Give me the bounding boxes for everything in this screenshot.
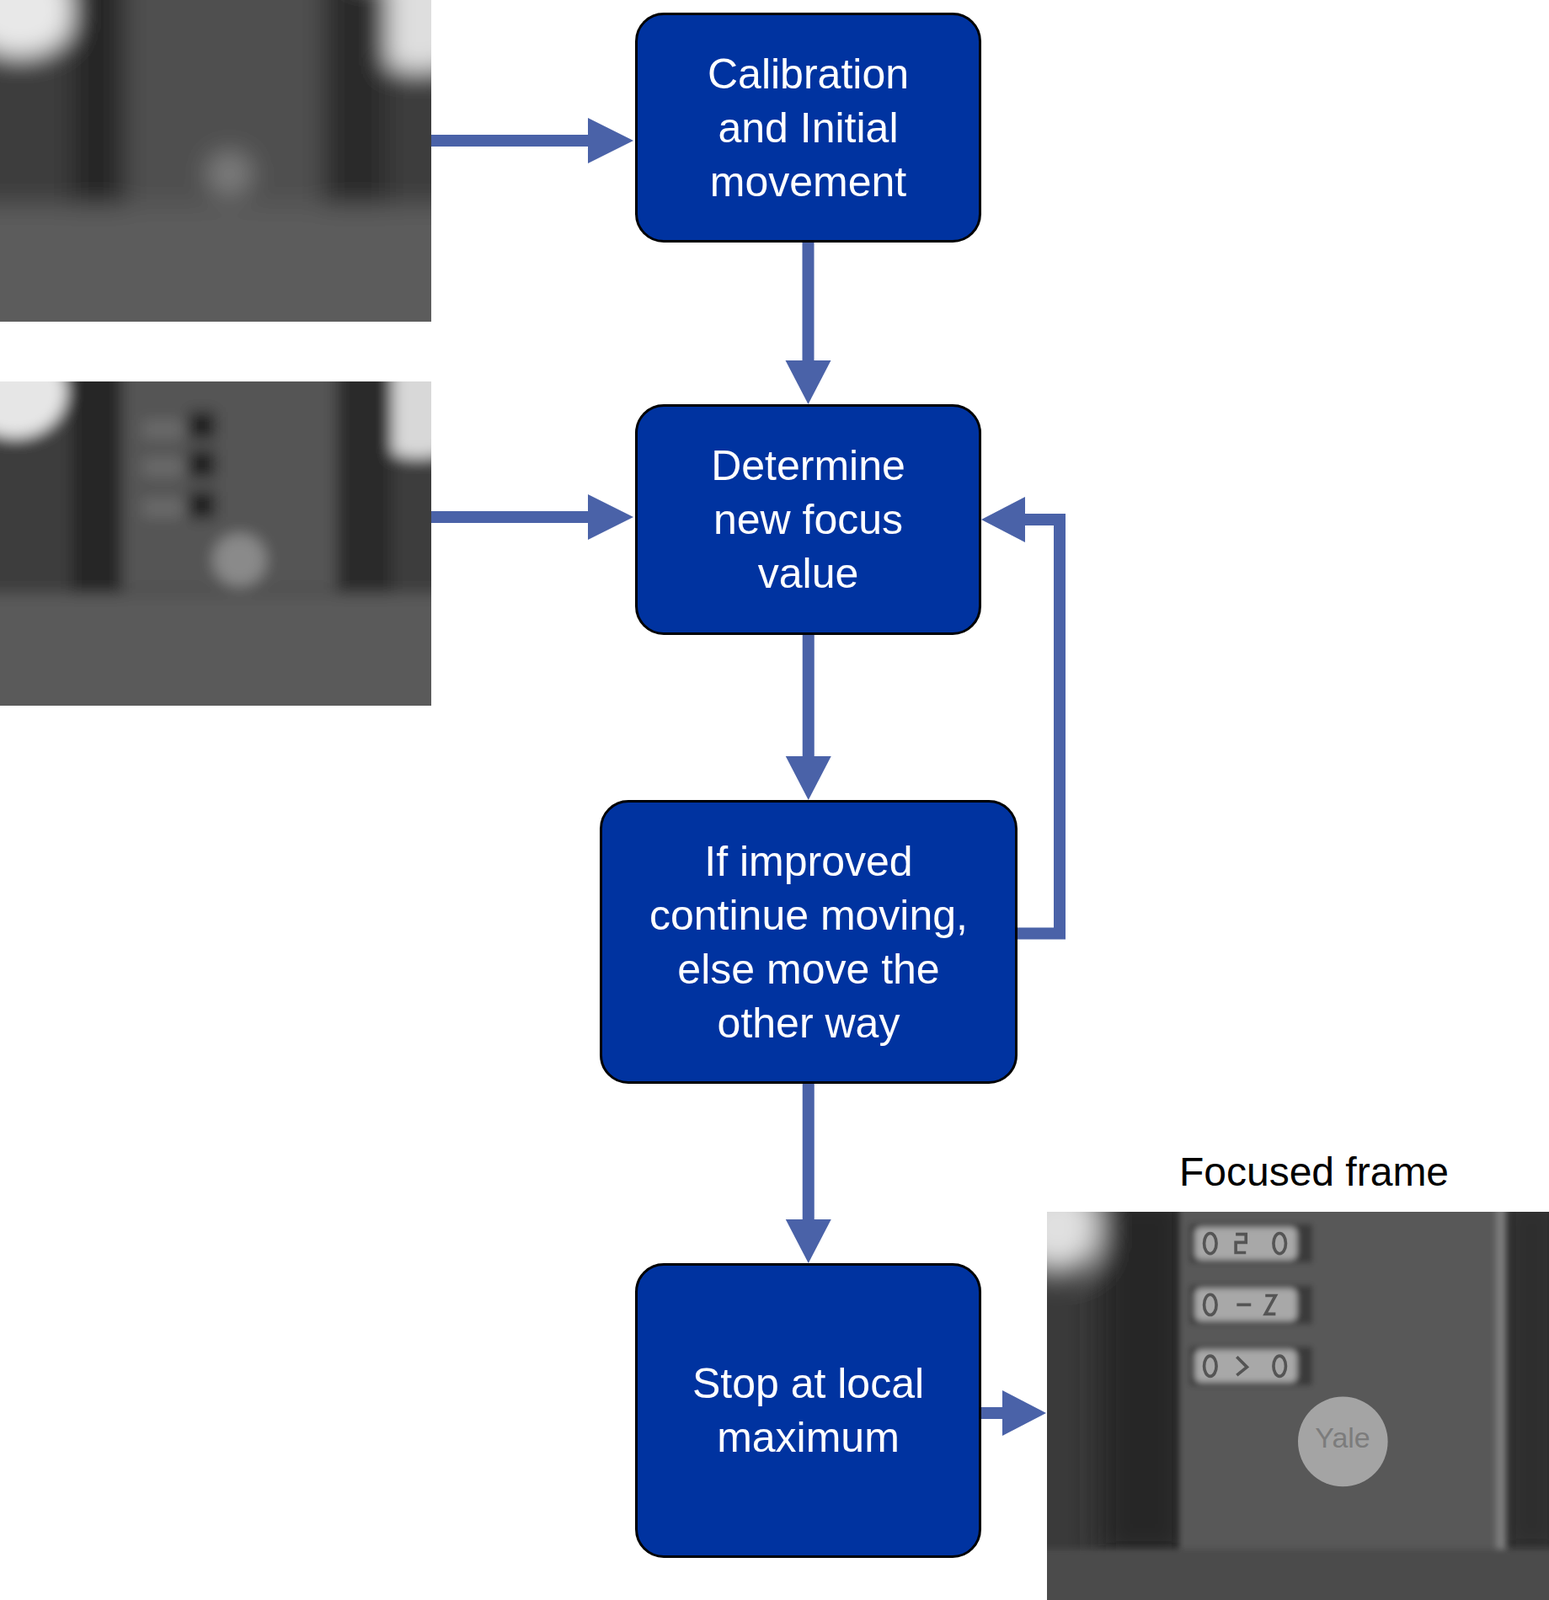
frame-arrow: [981, 1390, 1047, 1437]
arrow-head: [587, 494, 634, 540]
box-text: Determine new focus value: [671, 438, 946, 601]
blurred-frame: [0, 381, 432, 706]
frame-caption: Focused frame: [1094, 1147, 1533, 1198]
focused-frame: [1046, 1212, 1549, 1600]
process-box: If improved continue moving, else move t…: [599, 800, 1018, 1085]
flow-arrow: [785, 635, 832, 801]
process-box: Stop at local maximum: [635, 1263, 982, 1559]
box-text: Stop at local maximum: [671, 1356, 946, 1465]
brand-text: Yale: [1283, 1420, 1402, 1457]
arrow-shaft: [431, 134, 592, 147]
box-text: If improved continue moving, else move t…: [635, 834, 982, 1051]
process-box: Determine new focus value: [635, 404, 982, 636]
flow-arrow: [785, 1084, 832, 1264]
blurred-frame: [0, 0, 432, 322]
flow-arrow: [785, 242, 832, 405]
arrow-head: [587, 117, 634, 164]
arrow-shaft: [431, 511, 592, 524]
process-box: Calibration and Initial movement: [635, 12, 982, 243]
box-text: Calibration and Initial movement: [671, 47, 946, 209]
